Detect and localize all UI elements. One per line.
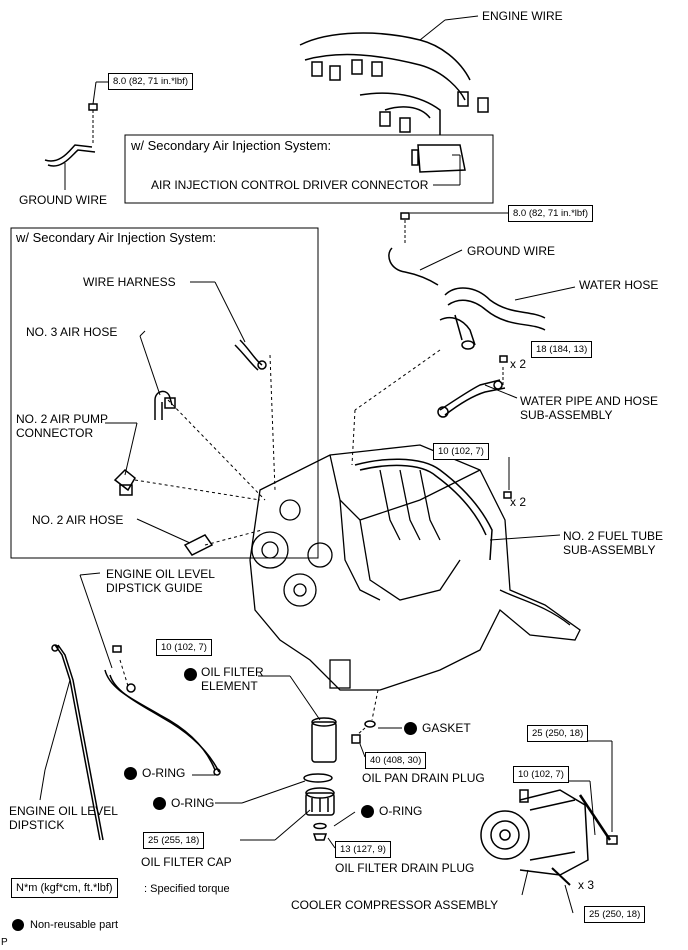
legend-non-reusable-dot <box>12 919 24 931</box>
dipstick-guide-drawing <box>104 645 221 776</box>
fuel-tube-drawing <box>354 458 512 561</box>
ground-wire-left-drawing <box>44 103 98 167</box>
label-ground-wire-right: GROUND WIRE <box>467 244 555 258</box>
label-engine-wire: ENGINE WIRE <box>482 9 563 23</box>
torque-oil-pan-drain: 40 (408, 30) <box>365 752 427 769</box>
label-ground-wire-left: GROUND WIRE <box>19 193 107 207</box>
label-oil-filter-drain-plug: OIL FILTER DRAIN PLUG <box>335 861 475 875</box>
oil-filter-element-drawing <box>311 717 337 763</box>
label-oil-filter-element: OIL FILTER ELEMENT <box>201 665 264 693</box>
qty-compressor: x 3 <box>578 878 595 892</box>
water-pipe-drawing <box>437 355 508 418</box>
cooler-compressor-drawing <box>480 789 618 886</box>
label-no2-air-pump-connector: NO. 2 AIR PUMP CONNECTOR <box>16 412 109 440</box>
ground-wire-right-drawing <box>388 212 439 286</box>
torque-dipstick-guide: 10 (102, 7) <box>156 639 212 656</box>
legend-non-reusable-text: Non-reusable part <box>30 919 119 931</box>
torque-ground-right: 8.0 (82, 71 in.*lbf) <box>508 205 593 222</box>
label-wire-harness: WIRE HARNESS <box>83 275 176 289</box>
label-oil-filter-cap: OIL FILTER CAP <box>141 855 232 869</box>
non-reusable-dot-oil-filter-element <box>184 668 197 681</box>
label-dipstick-guide: ENGINE OIL LEVEL DIPSTICK GUIDE <box>106 567 215 595</box>
torque-oil-filter-cap: 25 (255, 18) <box>143 832 205 849</box>
engine-wire-drawing <box>299 32 489 173</box>
water-hose-drawing <box>439 287 546 350</box>
non-reusable-dot-o-ring-2 <box>153 797 166 810</box>
torque-compressor-bottom: 25 (250, 18) <box>584 906 646 923</box>
secondary-air-box-top <box>124 134 494 204</box>
qty-water-pipe: x 2 <box>510 357 527 371</box>
label-no3-air-hose: NO. 3 AIR HOSE <box>26 325 118 339</box>
label-water-pipe-hose: WATER PIPE AND HOSE SUB-ASSEMBLY <box>520 394 659 422</box>
label-oil-pan-drain-plug: OIL PAN DRAIN PLUG <box>362 771 485 785</box>
non-reusable-dot-o-ring-3 <box>361 805 374 818</box>
o-ring-large <box>303 773 333 783</box>
legend-torque-box: N*m (kgf*cm, ft.*lbf) <box>11 878 118 898</box>
torque-compressor-top: 25 (250, 18) <box>527 725 589 742</box>
label-water-hose: WATER HOSE <box>579 278 659 292</box>
label-o-ring-2: O-RING <box>171 796 215 810</box>
label-secondary-air-left: w/ Secondary Air Injection System: <box>16 230 217 245</box>
secondary-air-parts <box>113 339 267 556</box>
label-o-ring-1: O-RING <box>142 766 186 780</box>
torque-ground-left: 8.0 (82, 71 in.*lbf) <box>108 73 193 90</box>
oil-filter-cap-drawing <box>305 787 335 816</box>
oil-filter-drain-plug-drawing <box>312 833 328 841</box>
torque-oil-filter-drain: 13 (127, 9) <box>335 841 391 858</box>
label-gasket: GASKET <box>422 721 471 735</box>
qty-fuel-tube: x 2 <box>510 495 527 509</box>
label-no2-fuel-tube: NO. 2 FUEL TUBE SUB-ASSEMBLY <box>563 529 664 557</box>
torque-water-pipe: 18 (184, 13) <box>531 341 593 358</box>
label-o-ring-3: O-RING <box>379 804 423 818</box>
label-secondary-air-top: w/ Secondary Air Injection System: <box>131 138 332 153</box>
label-no2-air-hose: NO. 2 AIR HOSE <box>32 513 124 527</box>
engine-block-drawing <box>249 444 581 691</box>
secondary-air-box-left <box>10 227 319 559</box>
assembly-lines <box>119 349 441 721</box>
corner-mark: P <box>1 937 8 948</box>
torque-compressor-mid: 10 (102, 7) <box>513 766 569 783</box>
non-reusable-dot-o-ring-1 <box>124 767 137 780</box>
label-air-injection-connector: AIR INJECTION CONTROL DRIVER CONNECTOR <box>151 178 429 192</box>
non-reusable-dot-gasket <box>404 722 417 735</box>
label-dipstick: ENGINE OIL LEVEL DIPSTICK <box>9 804 118 832</box>
o-ring-small <box>313 822 327 830</box>
label-cooler-compressor: COOLER COMPRESSOR ASSEMBLY <box>291 898 499 912</box>
legend-torque-desc: : Specified torque <box>144 883 230 895</box>
torque-fuel-tube: 10 (102, 7) <box>433 443 489 460</box>
oil-pan-drain-plug-drawing <box>351 720 376 744</box>
